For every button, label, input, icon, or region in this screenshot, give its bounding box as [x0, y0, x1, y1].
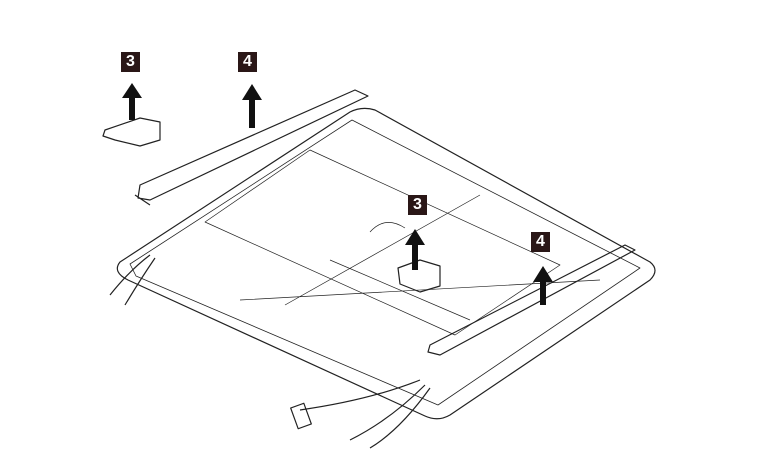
hinge-right [397, 259, 441, 293]
lcd-rear-cover [116, 107, 656, 420]
hinge-bracket-left [134, 89, 369, 206]
lift-arrow-bracket-left [242, 84, 262, 128]
hinge-left [102, 117, 161, 147]
lift-arrow-hinge-right [405, 229, 425, 270]
antenna-cables-bottom [299, 379, 431, 449]
callout-label: 3 [408, 195, 427, 215]
antenna-cables-left [109, 254, 156, 306]
hinge-bracket-right [427, 244, 636, 356]
callout-label: 4 [238, 52, 257, 72]
lift-arrow-bracket-right [533, 266, 553, 305]
callout-label: 3 [121, 52, 140, 72]
callout-label: 4 [531, 232, 550, 252]
lift-arrow-hinge-left [122, 83, 142, 120]
